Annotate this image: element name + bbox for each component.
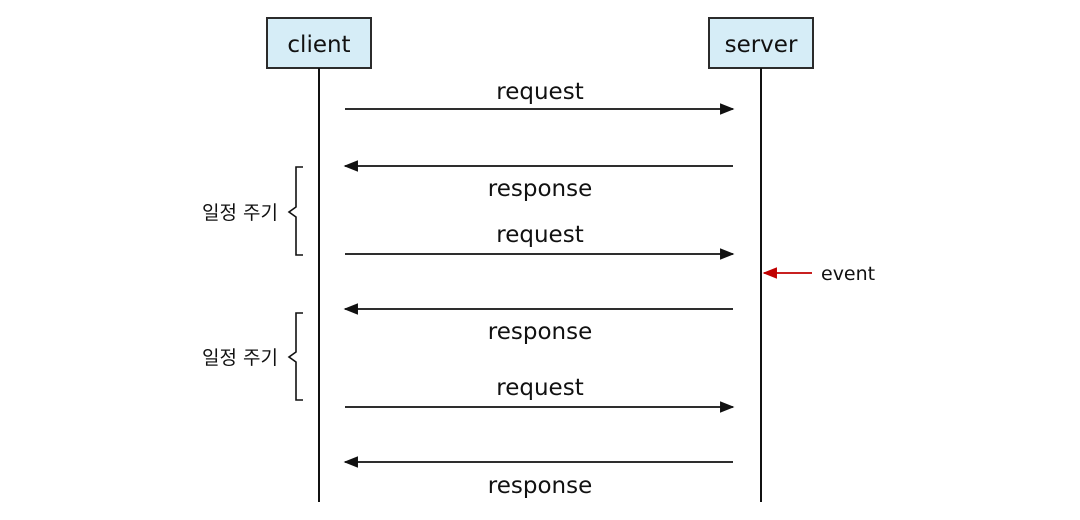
server-title: server xyxy=(725,32,798,58)
client-title: client xyxy=(287,32,350,58)
interval-label-1: 일정 주기 xyxy=(202,202,278,224)
bracket-shape-1 xyxy=(287,166,303,256)
participant-client: client xyxy=(266,17,372,69)
event-label: event xyxy=(821,263,875,285)
response-label-3: response xyxy=(488,473,592,499)
interval-label-2: 일정 주기 xyxy=(202,347,278,369)
participant-server: server xyxy=(708,17,814,69)
request-label-1: request xyxy=(496,79,583,105)
request-label-3: request xyxy=(496,375,583,401)
request-label-2: request xyxy=(496,222,583,248)
response-label-1: response xyxy=(488,176,592,202)
interval-bracket-1: 일정 주기 xyxy=(202,166,303,256)
response-label-2: response xyxy=(488,319,592,345)
client-box xyxy=(266,17,372,69)
bracket-shape-2 xyxy=(287,312,303,401)
interval-bracket-2: 일정 주기 xyxy=(202,312,303,401)
server-box xyxy=(708,17,814,69)
